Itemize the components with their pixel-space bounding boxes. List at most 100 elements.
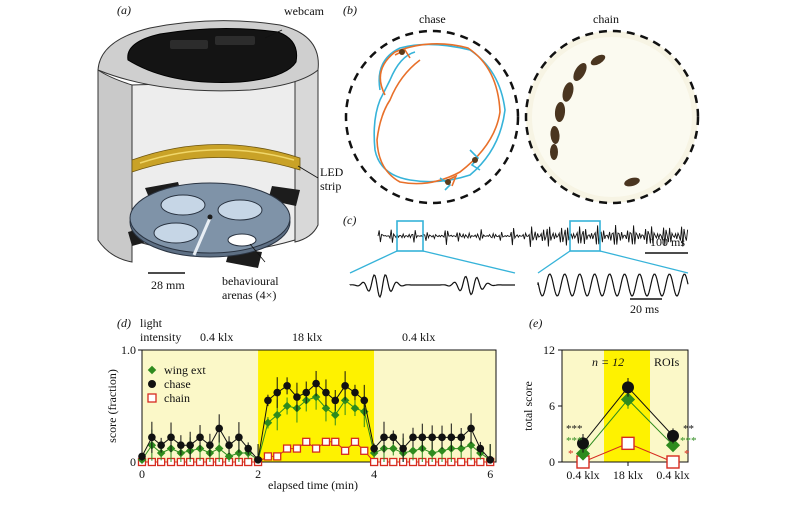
significance-chase-left: ***: [566, 423, 583, 435]
data-point-chase: [409, 433, 417, 442]
label-chain: chain: [593, 12, 619, 26]
legend-label: chase: [164, 377, 191, 391]
panel-e-letter: (e): [529, 316, 542, 330]
data-point-chain: [621, 436, 635, 451]
data-point-chase: [370, 444, 378, 453]
data-point-chase: [177, 441, 185, 450]
y-axis-label: total score: [521, 381, 535, 431]
data-point-chase: [622, 381, 634, 394]
label-webcam: webcam: [284, 4, 325, 18]
scale-bar-label-20ms: 20 ms: [630, 302, 659, 316]
data-point-chase: [577, 437, 589, 450]
light-label-2: intensity: [140, 330, 181, 344]
data-point-chase: [467, 424, 475, 433]
data-point-chase: [312, 379, 320, 388]
chase-trajectory-arena: [344, 29, 520, 205]
label-chase: chase: [419, 12, 446, 26]
x-tick-label: 0: [139, 467, 145, 481]
label-led: LED: [320, 165, 344, 179]
data-point-chase: [380, 433, 388, 442]
data-point-chase: [196, 433, 204, 442]
light-label-1: light: [140, 316, 163, 330]
light-phase-label: 0.4 klx: [200, 330, 233, 344]
data-point-chain: [282, 444, 292, 453]
legend-label: wing ext: [164, 363, 206, 377]
significance-wing-left: ***: [566, 435, 583, 447]
data-point-wing-ext: [437, 446, 447, 456]
data-point-wing-ext: [263, 418, 273, 428]
x-tick-label: 0.4 klx: [656, 468, 689, 482]
data-point-wing-ext: [350, 403, 360, 413]
data-point-chase: [360, 396, 369, 405]
data-point-chase: [447, 433, 456, 442]
data-point-wing-ext: [466, 440, 476, 450]
significance-chase-right: **: [683, 423, 694, 435]
panel-a-letter: (a): [117, 3, 131, 17]
significance-chain-right: *: [684, 448, 690, 460]
panel-d-letter: (d): [117, 316, 131, 330]
data-point-chase: [399, 444, 407, 453]
data-point-chase: [293, 393, 301, 401]
chain-photo-arena: [524, 29, 700, 205]
data-point-wing-ext: [456, 444, 466, 453]
data-point-chase: [351, 388, 359, 397]
x-tick-label: 2: [255, 467, 261, 481]
legend-label: chain: [164, 391, 190, 405]
data-point-chase: [341, 382, 349, 390]
data-point-wing-ext: [214, 444, 224, 453]
data-point-chase: [264, 396, 272, 405]
light-phase-label: 18 klx: [292, 330, 322, 344]
data-point-wing-ext: [156, 448, 166, 458]
data-point-chase: [167, 433, 175, 442]
data-point-chase: [428, 433, 436, 442]
data-point-wing-ext: [282, 401, 292, 411]
x-tick-label: 0.4 klx: [566, 468, 599, 482]
data-point-chase: [148, 433, 156, 442]
label-arenas-1: behavioural: [222, 274, 279, 288]
n-label: n = 12: [592, 355, 624, 369]
data-point-chase: [225, 441, 233, 450]
data-point-chase: [302, 388, 311, 397]
data-point-chase: [273, 388, 282, 397]
data-point-chain: [360, 446, 369, 455]
data-point-chain: [350, 437, 360, 446]
data-point-wing-ext: [575, 446, 591, 461]
y-tick-label: 12: [543, 343, 555, 357]
x-tick-label: 6: [487, 467, 493, 481]
data-point-chain: [302, 437, 311, 446]
light-phase-band: [374, 350, 496, 462]
rois-label: ROIs: [654, 355, 680, 369]
data-point-chase: [476, 444, 485, 453]
data-point-wing-ext: [408, 446, 418, 456]
light-phase-label: 0.4 klx: [402, 330, 435, 344]
legend-marker-chain: [147, 393, 157, 403]
data-point-chain: [311, 444, 321, 453]
data-point-chain: [292, 444, 302, 453]
y-axis-label: score (fraction): [105, 369, 119, 443]
data-point-wing-ext: [234, 448, 244, 458]
data-point-chain: [321, 437, 331, 446]
data-point-wing-ext: [620, 392, 636, 407]
panel-b-letter: (b): [343, 3, 357, 17]
data-point-chase: [667, 429, 679, 442]
data-point-chase: [283, 382, 291, 390]
data-point-chain: [457, 457, 466, 467]
legend-marker-chase: [148, 380, 156, 388]
arena-apparatus-illustration: [97, 20, 319, 274]
data-point-chase: [486, 455, 494, 464]
y-tick-label: 6: [549, 399, 555, 413]
data-point-wing-ext: [321, 403, 331, 413]
data-point-chase: [157, 441, 165, 450]
x-axis-label: elapsed time (min): [268, 478, 358, 492]
data-point-wing-ext: [224, 452, 234, 461]
data-point-wing-ext: [331, 410, 340, 420]
data-point-chase: [438, 433, 446, 442]
y-tick-label: 0: [549, 455, 555, 469]
data-point-wing-ext: [665, 438, 681, 453]
data-point-wing-ext: [389, 444, 398, 453]
y-tick-label: 0: [130, 455, 136, 469]
data-point-chase: [254, 455, 262, 464]
data-point-chase: [206, 441, 214, 450]
label-strip: strip: [320, 179, 341, 193]
